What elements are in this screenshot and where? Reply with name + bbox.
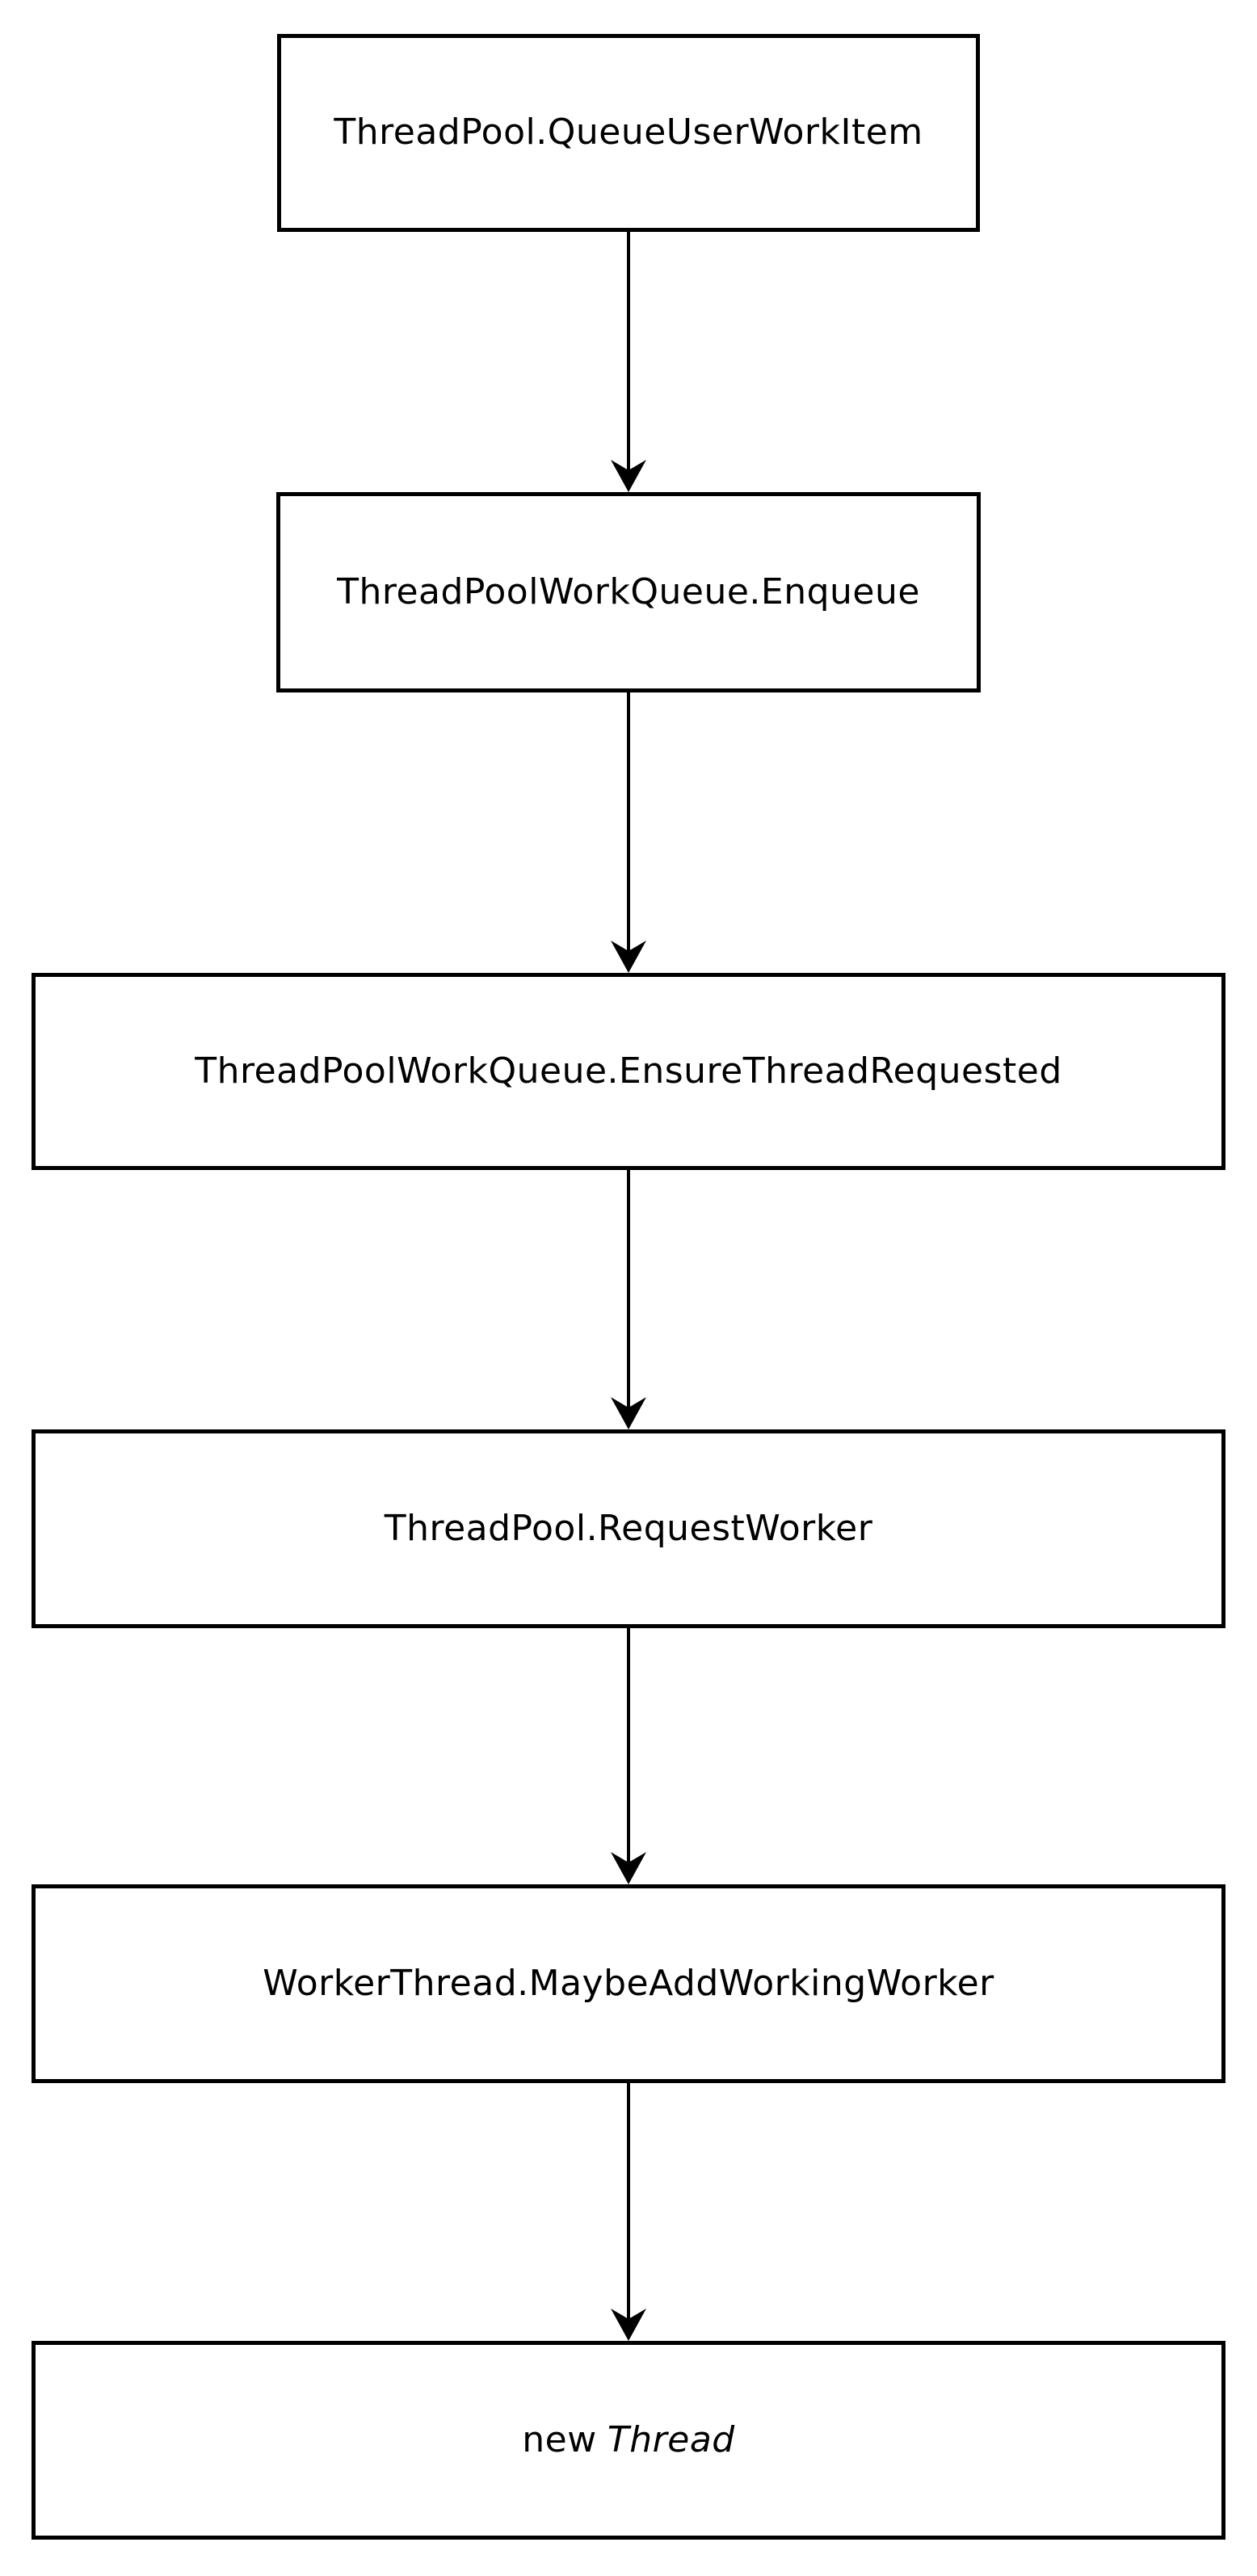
arrow-line (627, 2083, 630, 2320)
flow-arrow-5 (611, 2083, 646, 2341)
node-threadpoolworkqueue-enqueue: ThreadPoolWorkQueue.Enqueue (276, 492, 981, 692)
node-label: ThreadPoolWorkQueue.EnsureThreadRequeste… (195, 1050, 1062, 1092)
node-threadpoolworkqueue-ensurethreadrequested: ThreadPoolWorkQueue.EnsureThreadRequeste… (32, 973, 1225, 1170)
flow-arrow-4 (611, 1628, 646, 1884)
arrow-line (627, 232, 630, 471)
node-threadpool-queueuserworkitem: ThreadPool.QueueUserWorkItem (277, 34, 980, 232)
arrow-line (627, 1628, 630, 1863)
node-label: ThreadPool.QueueUserWorkItem (334, 112, 923, 154)
arrow-line (627, 1170, 630, 1408)
node-label: ThreadPool.RequestWorker (384, 1507, 873, 1549)
node-threadpool-requestworker: ThreadPool.RequestWorker (32, 1429, 1225, 1628)
flow-arrow-1 (611, 232, 646, 492)
node-label: WorkerThread.MaybeAddWorkingWorker (263, 1962, 994, 2004)
arrow-line (627, 692, 630, 952)
arrowhead-down-icon (611, 1397, 646, 1429)
arrowhead-down-icon (611, 2309, 646, 2341)
node-workerthread-maybeaddworkingworker: WorkerThread.MaybeAddWorkingWorker (32, 1884, 1225, 2083)
flow-arrow-2 (611, 692, 646, 973)
arrowhead-down-icon (611, 941, 646, 973)
node-label-prefix: new (522, 2418, 597, 2460)
arrowhead-down-icon (611, 1852, 646, 1884)
node-label: ThreadPoolWorkQueue.Enqueue (337, 570, 920, 612)
flow-arrow-3 (611, 1170, 646, 1429)
node-label-emphasis: Thread (607, 2418, 735, 2460)
arrowhead-down-icon (611, 460, 646, 492)
